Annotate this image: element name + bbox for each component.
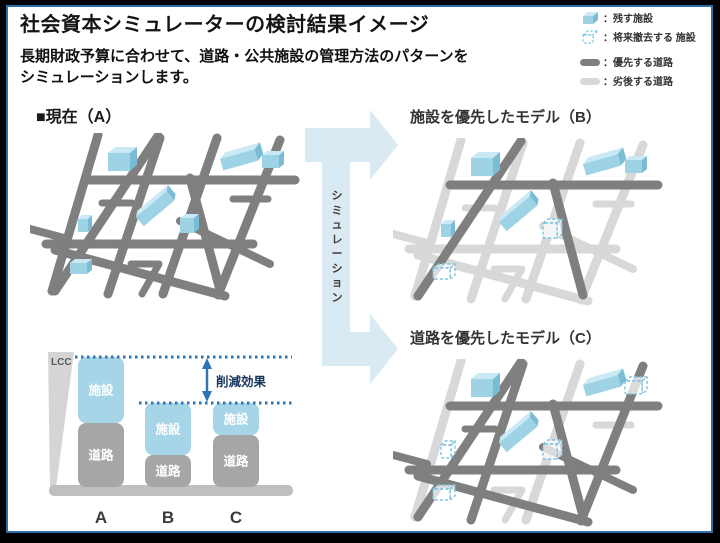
simulation-arrow-label: シミュレーション bbox=[331, 190, 343, 304]
legend-item-label: ：劣後する道路 bbox=[603, 77, 673, 88]
bar-road-B bbox=[145, 455, 191, 487]
category-label-B: B bbox=[162, 508, 174, 527]
legend-item-label: ：残す施設 bbox=[603, 14, 653, 25]
road-V1 bbox=[47, 133, 103, 296]
network-diagram-model-b bbox=[393, 138, 663, 306]
facility-keep-c1 bbox=[108, 147, 137, 171]
facility-removed-c6 bbox=[440, 440, 456, 459]
reduction-arrow-head-top bbox=[202, 358, 212, 369]
remove-facility-cube-icon bbox=[582, 29, 599, 44]
facility-keep-c5 bbox=[262, 151, 284, 168]
reduction-arrow-head-bottom bbox=[202, 391, 212, 402]
facility-removed-c3 bbox=[542, 439, 563, 460]
road-S1 bbox=[413, 471, 593, 527]
facility-removed-c7 bbox=[432, 484, 456, 501]
legend-item-label: ：優先する道路 bbox=[603, 58, 673, 69]
subtitle-line-1: 長期財政予算に合わせて、道路・公共施設の管理方法のパターンを bbox=[20, 48, 469, 65]
road-X2 bbox=[548, 178, 588, 300]
road-S1 bbox=[50, 245, 230, 301]
legend-item-secondary-road: ：劣後する道路 bbox=[579, 71, 715, 90]
bar-facility-C bbox=[213, 403, 259, 435]
bar-facility-label: 施設 bbox=[155, 422, 181, 437]
legend-item-remove-facility-cube: ：将来撤去する 施設 bbox=[579, 27, 715, 46]
bar-road-label: 道路 bbox=[155, 464, 181, 479]
keep-facility-cube-icon bbox=[583, 11, 598, 24]
category-label-C: C bbox=[230, 508, 242, 527]
section-label-model-c: 道路を優先したモデル（C） bbox=[410, 330, 601, 347]
road-S1 bbox=[413, 250, 593, 306]
bar-road-label: 道路 bbox=[88, 448, 114, 463]
reduction-effect-label: 削減効果 bbox=[216, 374, 267, 389]
page-subtitle: 長期財政予算に合わせて、道路・公共施設の管理方法のパターンを シミュレーションし… bbox=[20, 46, 469, 88]
bar-facility-B bbox=[145, 403, 191, 455]
section-label-current-a: ■現在（A） bbox=[36, 109, 122, 126]
facility-keep-c3 bbox=[180, 214, 199, 233]
road-Z bbox=[127, 260, 163, 298]
facility-removed-c7 bbox=[432, 263, 456, 280]
subtitle-line-2: シミュレーションします。 bbox=[20, 69, 198, 86]
section-label-model-b: 施設を優先したモデル（B） bbox=[410, 109, 601, 126]
bar-facility-label: 施設 bbox=[88, 383, 114, 398]
chart-baseline bbox=[49, 485, 293, 496]
facility-keep-c4 bbox=[583, 147, 627, 176]
facility-keep-c5 bbox=[625, 156, 647, 173]
facility-keep-c2 bbox=[136, 185, 176, 227]
facility-keep-c4 bbox=[220, 142, 264, 171]
facility-keep-c6 bbox=[441, 220, 455, 237]
road-Z bbox=[490, 265, 526, 303]
facility-keep-c7 bbox=[70, 259, 92, 274]
bar-facility-label: 施設 bbox=[223, 412, 249, 427]
network-diagram-model-c bbox=[393, 359, 663, 527]
legend-item-keep-facility-cube: ：残す施設 bbox=[579, 8, 715, 27]
road-V1 bbox=[410, 359, 466, 522]
lcc-axis-wedge bbox=[48, 352, 74, 488]
facility-keep-c2 bbox=[498, 411, 539, 453]
facility-keep-c1 bbox=[471, 152, 500, 176]
priority-road-icon bbox=[580, 58, 600, 66]
legend: ：残す施設 ：将来撤去する 施設 ：優先する道路 ：劣後する道路 bbox=[579, 8, 715, 90]
category-label-A: A bbox=[95, 508, 107, 527]
bar-facility-A bbox=[78, 357, 124, 423]
road-L1 bbox=[393, 230, 431, 247]
facility-removed-c5 bbox=[624, 376, 648, 395]
facility-keep-c2 bbox=[498, 190, 539, 232]
facility-keep-c6 bbox=[78, 215, 92, 232]
lcc-axis-label: LCC bbox=[51, 357, 72, 368]
legend-item-priority-road: ：優先する道路 bbox=[579, 52, 715, 71]
simulation-arrow-shape bbox=[305, 110, 398, 384]
network-diagram-current-a bbox=[30, 133, 300, 301]
facility-removed-c3 bbox=[542, 218, 563, 239]
road-L1 bbox=[30, 225, 68, 242]
page-title: 社会資本シミュレーターの検討結果イメージ bbox=[20, 14, 430, 36]
secondary-road-icon bbox=[580, 77, 600, 85]
legend-item-label: ：将来撤去する 施設 bbox=[603, 33, 696, 44]
road-V1 bbox=[410, 138, 466, 301]
facility-keep-c1 bbox=[471, 373, 500, 397]
road-L1 bbox=[393, 451, 431, 468]
simulation-branch-arrow bbox=[305, 110, 398, 384]
facility-keep-c4 bbox=[583, 368, 627, 397]
bar-road-C bbox=[213, 435, 259, 487]
road-Z bbox=[490, 486, 526, 524]
bar-road-label: 道路 bbox=[223, 454, 249, 469]
bar-road-A bbox=[78, 423, 124, 487]
